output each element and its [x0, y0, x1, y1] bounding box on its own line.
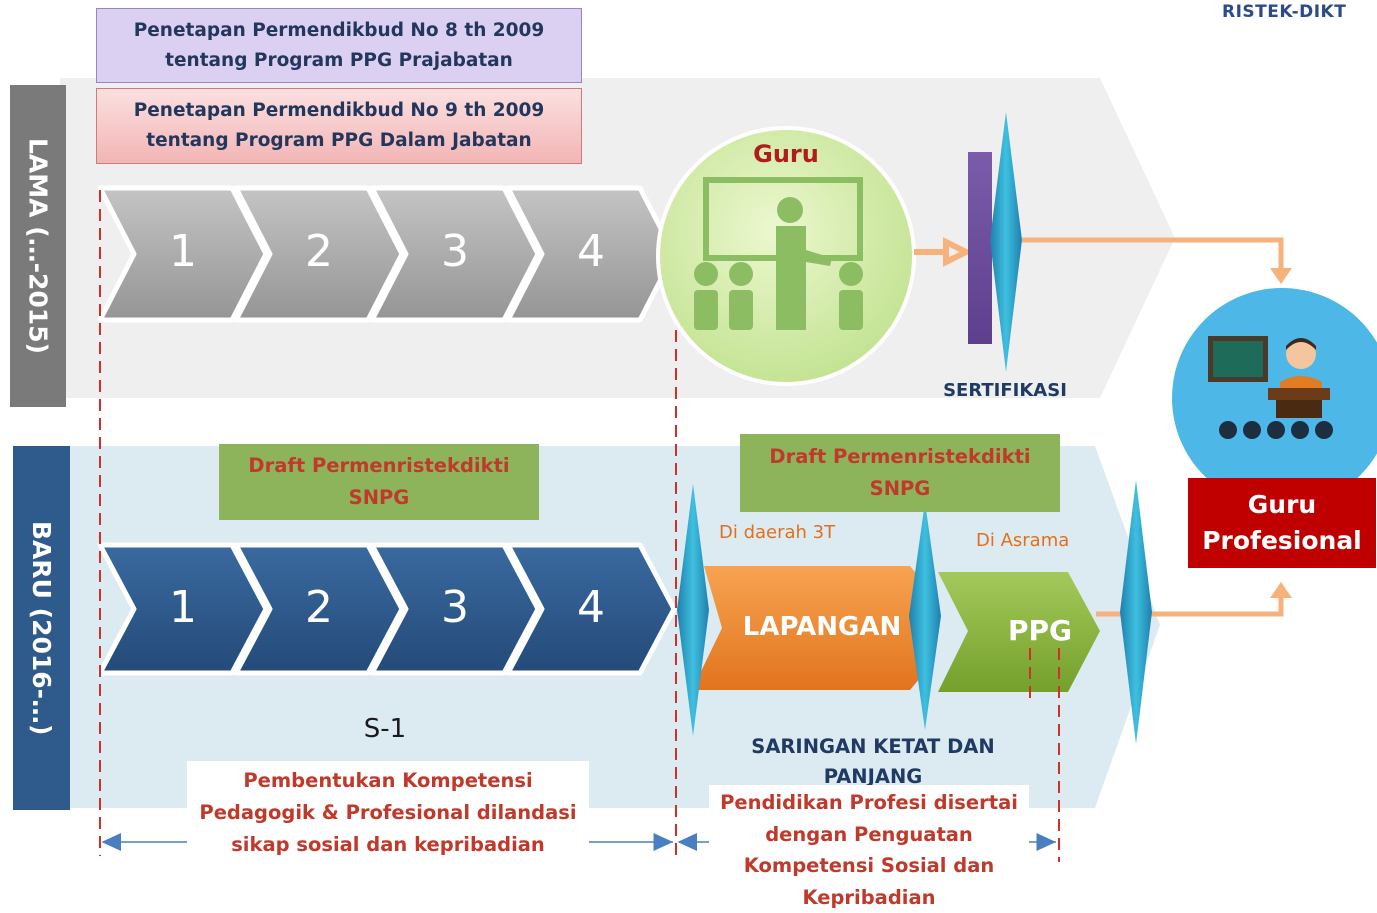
- old-row-label: LAMA (…-2015): [10, 85, 66, 407]
- old-step-4: 4: [577, 226, 605, 277]
- lapangan-arrow: [692, 566, 930, 690]
- new-chevron-3: [369, 542, 541, 676]
- old-chevrons: [97, 185, 677, 323]
- reg-dalam-jabatan-box: Penetapan Permendikbud No 9 th 2009 tent…: [96, 88, 582, 164]
- old-chevron-2: [233, 185, 405, 323]
- ppg-label: PPG: [1007, 614, 1073, 647]
- arrowhead-new: [1270, 582, 1292, 598]
- reg-dalam-jabatan-text: Penetapan Permendikbud No 9 th 2009 tent…: [133, 100, 545, 151]
- lapangan-label: LAPANGAN: [742, 612, 902, 642]
- new-chevron-4: [505, 542, 677, 676]
- ppg-arrow: [938, 572, 1100, 692]
- old-chevron-1: [97, 185, 269, 323]
- saringan-label: SARINGAN KETAT DAN PANJANG: [751, 735, 995, 788]
- sertifikasi-label: SERTIFIKASI: [943, 380, 1067, 401]
- old-step-3: 3: [441, 226, 469, 277]
- draft-right-text: Draft Permenristekdikti SNPG: [769, 445, 1031, 500]
- asrama-label: Di Asrama: [976, 530, 1070, 551]
- arrow-new-to-outcome: [1096, 594, 1284, 617]
- arrow-old-to-outcome: [1022, 237, 1284, 272]
- draft-left-text: Draft Permenristekdikti SNPG: [248, 454, 510, 509]
- teacher-presenting-icon: [1208, 336, 1333, 439]
- new-step-3: 3: [441, 582, 469, 633]
- new-step-1: 1: [169, 582, 197, 633]
- arrowhead-old: [1270, 268, 1292, 284]
- kompetensi-text: Pembentukan Kompetensi Pedagogik & Profe…: [199, 769, 577, 856]
- old-step-1: 1: [169, 226, 197, 277]
- outcome-label: Guru Profesional: [1202, 490, 1362, 555]
- sertifikasi-diamond: [990, 112, 1022, 372]
- daerah-label: Di daerah 3T: [719, 522, 836, 543]
- outcome-box: Guru Profesional: [1188, 478, 1376, 568]
- new-step-2: 2: [305, 582, 333, 633]
- teacher-class-icon: [694, 177, 863, 330]
- profesi-box: Pendidikan Profesi disertai dengan Pengu…: [709, 785, 1029, 911]
- sertifikasi-bar: [968, 152, 992, 344]
- old-chevron-4: [505, 185, 677, 323]
- diamond-1: [677, 484, 709, 736]
- old-step-2: 2: [305, 226, 333, 277]
- reg-prajabatan-box: Penetapan Permendikbud No 8 th 2009 tent…: [96, 8, 582, 83]
- reg-prajabatan-text: Penetapan Permendikbud No 8 th 2009 tent…: [133, 19, 545, 71]
- diamond-2: [909, 502, 941, 730]
- new-row-label: BARU (2016-…): [13, 446, 70, 810]
- arrow-guru-to-sertifikasi: [914, 237, 973, 267]
- draft-left-box: Draft Permenristekdikti SNPG: [219, 444, 539, 520]
- kompetensi-box: Pembentukan Kompetensi Pedagogik & Profe…: [187, 761, 589, 903]
- new-step-4: 4: [577, 582, 605, 633]
- brand-logo: RISTEK-DIKT: [1222, 2, 1347, 22]
- guru-label: Guru: [753, 140, 819, 168]
- new-chevrons: [97, 542, 677, 676]
- new-chevron-2: [233, 542, 405, 676]
- profesi-text: Pendidikan Profesi disertai dengan Pengu…: [720, 791, 1018, 909]
- new-chevron-1: [97, 542, 269, 676]
- s1-label: S-1: [363, 714, 407, 744]
- diamond-3: [1120, 480, 1152, 744]
- old-chevron-3: [369, 185, 541, 323]
- draft-right-box: Draft Permenristekdikti SNPG: [740, 434, 1060, 512]
